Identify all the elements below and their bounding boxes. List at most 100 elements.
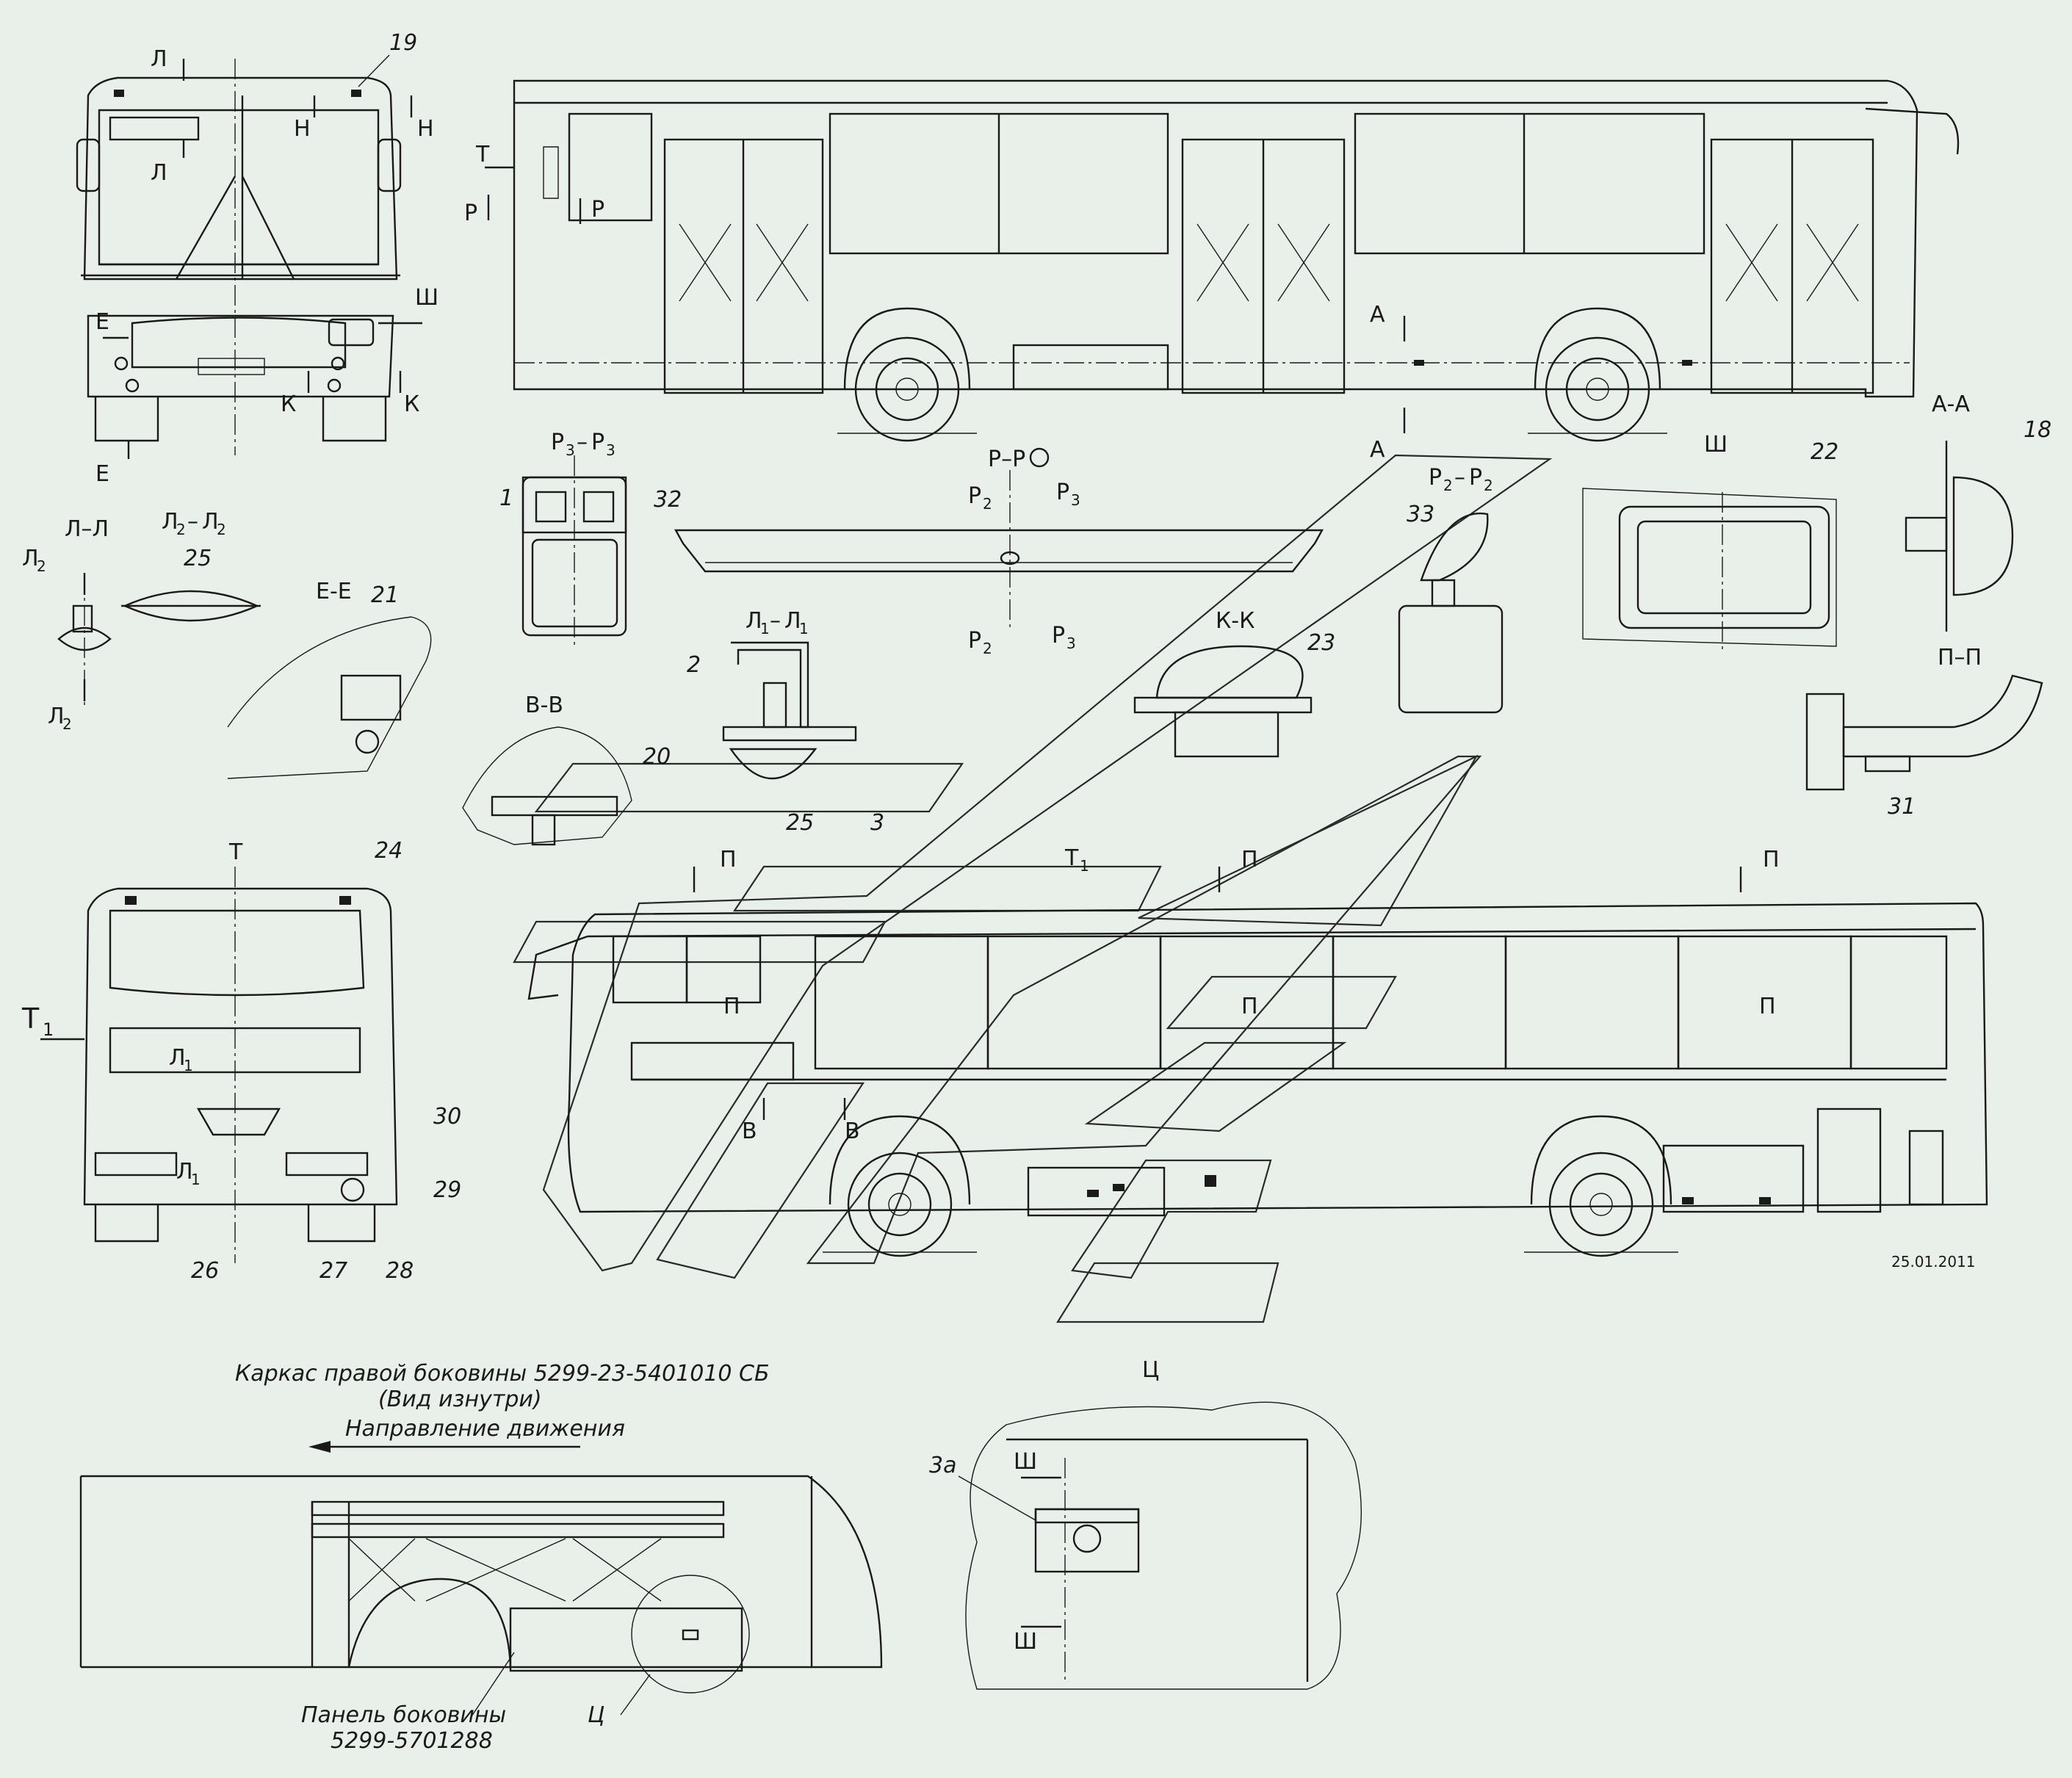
mark-p-3: П (1763, 847, 1780, 872)
svg-text:Л: Л (22, 546, 39, 571)
callout-33: 33 (1407, 502, 1434, 527)
detail-a-a: А-А 18 (1905, 391, 2051, 632)
section-vv: В-В (525, 693, 563, 718)
svg-text:Р: Р (968, 483, 981, 509)
svg-text:2: 2 (217, 521, 226, 538)
svg-text:Р: Р (1469, 465, 1482, 491)
detail-p-p: П–П 31 (1805, 645, 2043, 820)
svg-text:Л: Л (162, 509, 178, 535)
section-ee: Е-Е (316, 579, 352, 604)
section-aa: А-А (1932, 391, 1970, 417)
mark-p-2: П (1241, 847, 1258, 872)
detail-sh: Ш 22 (1582, 432, 1838, 654)
svg-text:П: П (1241, 994, 1258, 1019)
mark-e-top: Е (95, 309, 109, 335)
mark-t-rear: Т (228, 839, 243, 865)
frame-title: Каркас правой боковины 5299-23-5401010 С… (235, 1361, 770, 1387)
svg-text:3: 3 (1066, 635, 1076, 652)
right-rear-wheel (1530, 1115, 1672, 1257)
mark-p-1: П (720, 847, 737, 872)
svg-text:2: 2 (983, 495, 992, 513)
callout-3a: 3а (929, 1453, 956, 1478)
svg-text:Р: Р (1429, 465, 1442, 491)
left-side-view (513, 79, 1960, 442)
rear-wheel (1534, 307, 1661, 442)
callout-30: 30 (433, 1104, 461, 1130)
mark-r-right: Р (591, 197, 604, 223)
detail-v-v: В-В 20 (462, 693, 671, 846)
callout-22: 23 (1307, 630, 1335, 656)
svg-text:3: 3 (606, 441, 616, 459)
callout-26: 26 (191, 1258, 219, 1284)
detail-r3-r3: Р 3 – Р 3 1 32 (499, 430, 682, 646)
svg-text:1: 1 (760, 620, 770, 637)
mark-e-bottom: Е (95, 461, 109, 487)
callout-20: 21 (371, 582, 399, 608)
detail-k-k: К-К 23 (1133, 608, 1335, 758)
mark-l-bottom: Л (151, 160, 167, 186)
svg-text:1: 1 (184, 1057, 193, 1074)
svg-text:2: 2 (37, 557, 46, 575)
svg-text:2: 2 (1484, 477, 1493, 494)
svg-text:Р: Р (591, 430, 604, 455)
mark-t1-side: Т (1064, 845, 1079, 871)
callout-25-a: 25 (184, 546, 212, 571)
svg-text:Р: Р (1052, 623, 1065, 648)
svg-text:1: 1 (43, 1019, 54, 1040)
svg-text:Л: Л (169, 1045, 186, 1071)
svg-text:Л: Л (48, 704, 65, 729)
callout-29: 29 (433, 1177, 461, 1203)
svg-text:1: 1 (1080, 857, 1089, 875)
direction-arrow-icon (308, 1441, 331, 1453)
callout-19: 20 (643, 744, 671, 770)
direction-label: Направление движения (345, 1416, 625, 1442)
svg-text:Л: Л (746, 608, 762, 634)
front-wheel (843, 307, 971, 442)
callout-25-b: 25 (786, 810, 814, 836)
mark-r-left: Р (464, 200, 477, 226)
callout-21: 22 (1811, 439, 1838, 465)
detail-l-l: Л–Л Л 2 Л 2 (22, 516, 112, 733)
mark-v-right: В (845, 1119, 860, 1144)
frame-view: (Вид изнутри) (378, 1387, 542, 1412)
mark-a-top: А (1370, 302, 1385, 328)
mark-l-top: Л (151, 46, 167, 72)
svg-text:2: 2 (1443, 477, 1453, 494)
callout-3: 3 (870, 810, 884, 836)
section-sh: Ш (1704, 432, 1728, 458)
svg-text:1: 1 (799, 620, 809, 637)
callout-28: 28 (386, 1258, 414, 1284)
svg-text:Л: Л (784, 608, 801, 634)
svg-text:Р: Р (1056, 480, 1069, 505)
callout-31: 31 (1888, 794, 1916, 820)
zoom-circle-ts (631, 1575, 750, 1694)
mark-k-right: К (404, 391, 419, 417)
mark-t: Т (475, 142, 490, 167)
mark-sh-top: Ш (1014, 1449, 1037, 1475)
section-kk: К-К (1216, 608, 1255, 634)
section-ll: Л–Л (65, 516, 109, 542)
mark-sh: Ш (415, 285, 438, 311)
svg-text:Л: Л (202, 509, 219, 535)
svg-text:П: П (1759, 994, 1776, 1019)
right-side-view (527, 902, 1988, 1257)
svg-text:2: 2 (62, 715, 72, 733)
svg-text:–: – (577, 430, 588, 455)
side-frame-view: Каркас правой боковины 5299-23-5401010 С… (79, 1361, 883, 1754)
callout-24: 24 (375, 838, 403, 864)
ts-label: Ц (588, 1702, 604, 1728)
panel-label-2: 5299-5701288 (331, 1728, 493, 1754)
svg-text:2: 2 (983, 640, 992, 657)
callout-1: 1 (499, 485, 513, 511)
callout-2: 2 (687, 652, 701, 678)
svg-text:Р: Р (551, 430, 564, 455)
door-3 (1710, 138, 1874, 394)
right-side-section-marks: П П П П П П Т 1 В В 25.01.2011 (693, 845, 1976, 1271)
section-ts: Ц (1142, 1357, 1159, 1383)
mark-n-right: Н (417, 116, 434, 142)
svg-text:1: 1 (191, 1171, 201, 1188)
detail-e-e: Е-Е 21 (227, 579, 432, 779)
front-view-section-marks: Л Л Н Н Ш Е Е К К 19 (95, 30, 438, 487)
mark-v-left: В (742, 1119, 757, 1144)
